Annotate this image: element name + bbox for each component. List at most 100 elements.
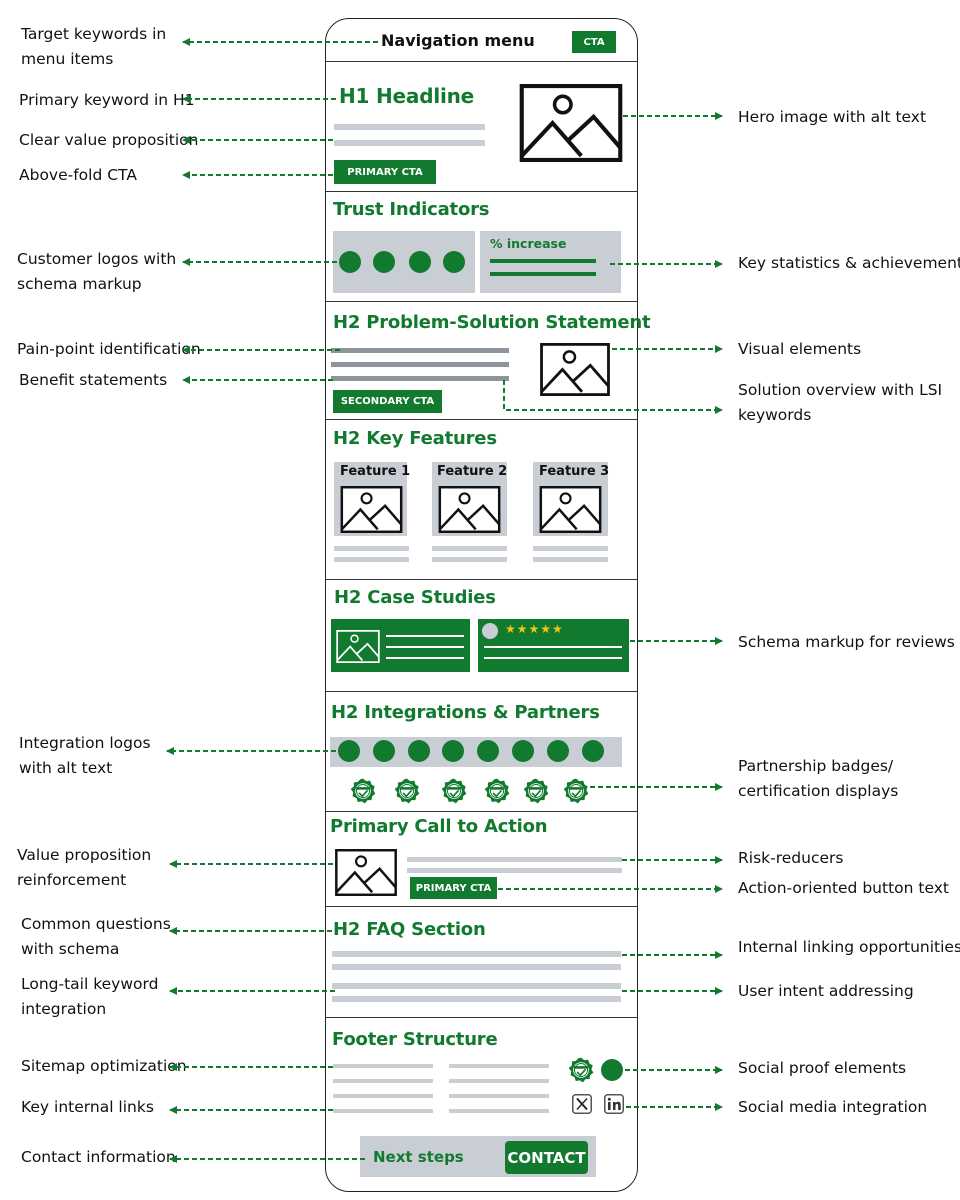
certification-badge-icon — [484, 778, 510, 804]
integrations-heading: H2 Integrations & Partners — [331, 702, 600, 723]
feature-image-icon — [340, 486, 403, 533]
annotation-sitemap: Sitemap optimization — [21, 1057, 187, 1075]
hero-text-line — [334, 140, 485, 146]
stat-bar — [490, 259, 596, 263]
feature-text-line — [432, 546, 507, 551]
integration-logo — [338, 740, 360, 762]
section-divider — [326, 1017, 638, 1018]
feature-title-1: Feature 1 — [340, 464, 411, 479]
faq-line — [332, 964, 621, 970]
customer-logo — [339, 251, 361, 273]
social-proof-dot — [601, 1059, 623, 1081]
nav-title: Navigation menu — [381, 31, 535, 50]
footer-link-line — [333, 1094, 433, 1098]
feature-text-line — [334, 546, 409, 551]
review-text-line — [484, 646, 622, 648]
footer-link-line — [333, 1109, 433, 1113]
annotation-above-fold-cta: Above-fold CTA — [19, 166, 137, 184]
hero-image-icon — [519, 84, 623, 162]
faq-line — [332, 983, 621, 989]
hero-primary-cta[interactable]: PRIMARY CTA — [334, 160, 436, 184]
review-text-line — [484, 657, 622, 659]
feature-text-line — [334, 557, 409, 562]
footer-link-line — [333, 1079, 433, 1083]
review-card — [478, 619, 629, 672]
case-text-line — [386, 646, 464, 648]
annotation-internal-linking: Internal linking opportunities — [738, 938, 960, 956]
statistic-label: % increase — [490, 236, 567, 251]
footer-link-line — [333, 1064, 433, 1068]
integration-logo — [408, 740, 430, 762]
annotation-schema-reviews: Schema markup for reviews — [738, 633, 955, 651]
contact-button[interactable]: CONTACT — [505, 1141, 588, 1174]
reviewer-avatar — [482, 623, 498, 639]
problem-heading: H2 Problem-Solution Statement — [333, 312, 651, 333]
linkedin-icon[interactable] — [604, 1094, 624, 1114]
section-divider — [326, 191, 638, 192]
annotation-partnership-badges: Partnership badges/ certification displa… — [738, 757, 899, 800]
integration-logo — [477, 740, 499, 762]
certification-badge-icon — [568, 1057, 594, 1083]
integration-logo — [547, 740, 569, 762]
integration-logo — [582, 740, 604, 762]
customer-logo — [373, 251, 395, 273]
annotation-key-statistics: Key statistics & achievements — [738, 254, 960, 272]
case-text-line — [386, 657, 464, 659]
cta-primary-button[interactable]: PRIMARY CTA — [410, 877, 497, 899]
section-divider — [326, 301, 638, 302]
review-stars: ★★★★★ — [505, 622, 564, 636]
annotation-hero-image: Hero image with alt text — [738, 108, 927, 126]
cta-section-heading: Primary Call to Action — [330, 816, 548, 837]
feature-image-icon — [539, 486, 602, 533]
footer-link-line — [449, 1094, 549, 1098]
annotation-target-keywords: Target keywords in menu items — [21, 25, 167, 68]
case-study-image-icon — [336, 630, 380, 663]
annotation-social-media: Social media integration — [738, 1098, 928, 1116]
cta-image-icon — [334, 849, 398, 896]
risk-reducer-line — [407, 857, 622, 862]
pain-point-line — [331, 348, 509, 353]
annotation-social-proof: Social proof elements — [738, 1059, 907, 1077]
features-heading: H2 Key Features — [333, 428, 497, 449]
section-divider — [326, 691, 638, 692]
footer-link-line — [449, 1064, 549, 1068]
annotation-internal-links: Key internal links — [21, 1098, 154, 1116]
annotation-pain-point: Pain-point identification — [17, 340, 201, 358]
hero-text-line — [334, 124, 485, 130]
section-divider — [326, 61, 638, 62]
annotation-customer-logos: Customer logos with schema markup — [17, 250, 177, 293]
footer-heading: Footer Structure — [332, 1029, 498, 1050]
annotation-action-button: Action-oriented button text — [738, 879, 949, 897]
section-divider — [326, 906, 638, 907]
secondary-cta-button[interactable]: SECONDARY CTA — [333, 390, 442, 413]
annotation-value-proposition: Clear value proposition — [19, 131, 199, 149]
annotation-integration-logos: Integration logos with alt text — [19, 734, 151, 777]
case-study-card — [331, 619, 470, 672]
faq-heading: H2 FAQ Section — [333, 919, 486, 940]
annotation-benefit-statements: Benefit statements — [19, 371, 168, 389]
certification-badge-icon — [523, 778, 549, 804]
annotation-primary-keyword: Primary keyword in H1 — [19, 91, 195, 109]
annotation-value-reinforcement: Value proposition reinforcement — [17, 846, 152, 889]
nav-cta-button[interactable]: CTA — [572, 31, 616, 53]
integration-logo — [512, 740, 534, 762]
feature-text-line — [432, 557, 507, 562]
section-divider — [326, 811, 638, 812]
section-divider — [326, 579, 638, 580]
annotation-common-questions: Common questions with schema — [21, 915, 171, 958]
certification-badge-icon — [394, 778, 420, 804]
feature-title-3: Feature 3 — [539, 464, 610, 479]
integration-logo — [442, 740, 464, 762]
problem-visual-icon — [540, 343, 610, 396]
annotation-user-intent: User intent addressing — [738, 982, 914, 1000]
case-studies-heading: H2 Case Studies — [334, 587, 496, 608]
certification-badge-icon — [563, 778, 589, 804]
annotation-long-tail: Long-tail keyword integration — [21, 975, 159, 1018]
risk-reducer-line — [407, 868, 622, 873]
feature-text-line — [533, 546, 608, 551]
footer-link-line — [449, 1079, 549, 1083]
feature-title-2: Feature 2 — [437, 464, 508, 479]
feature-text-line — [533, 557, 608, 562]
x-logo-icon[interactable] — [572, 1094, 592, 1114]
annotation-visual-elements: Visual elements — [738, 340, 862, 358]
